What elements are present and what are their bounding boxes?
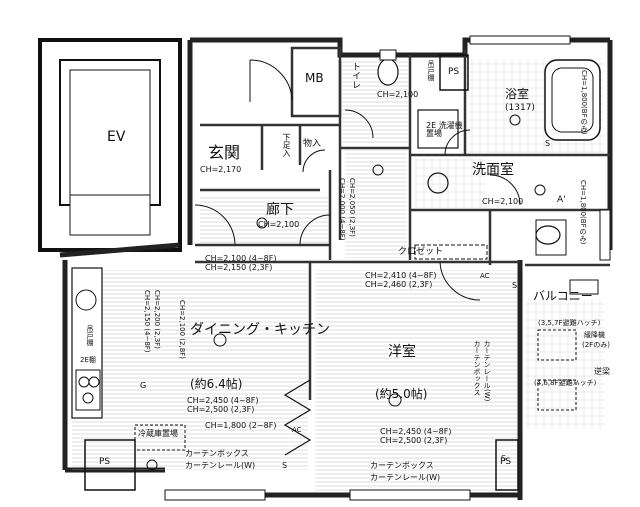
ps-top-label: PS	[448, 67, 460, 77]
roka-ch: CH=2,100	[258, 220, 300, 229]
s-mark-2: S	[501, 454, 507, 463]
curtain-rail2-label: カーテンレール(W)	[370, 473, 441, 482]
washroom-label: 洗面室	[472, 162, 514, 178]
reverse-beam-label: 逆梁	[594, 367, 610, 376]
bathtub	[544, 59, 601, 141]
kitchen-shelf2: 2E棚	[80, 356, 96, 364]
you-ch3: CH=2,450 (4~8F)	[380, 427, 452, 436]
curtain-box2-label: カーテンボックス	[370, 461, 434, 470]
washroom-floor	[415, 158, 487, 208]
dining-floor	[72, 270, 308, 470]
ps-box-bottom	[84, 439, 136, 491]
toilet-label: トイレ	[350, 62, 360, 89]
curtain-box-label: カーテンボックス	[185, 449, 249, 458]
closet-outline	[414, 244, 488, 260]
s-mark-1: S	[282, 461, 288, 470]
ceiling-lights	[146, 114, 546, 471]
you-ch1: CH=2,410 (4~8F)	[365, 271, 437, 280]
evac-hatch-top-label: (3,5,7F避難ハッチ)	[538, 319, 601, 327]
ac-label-2: AC	[480, 272, 490, 280]
curtain-rail-label: カーテンレール(W)	[185, 461, 256, 470]
closet-label: クロゼット	[398, 247, 444, 257]
fridge-label: 冷蔵庫置場	[138, 429, 178, 438]
you-ch4: CH=2,500 (2,3F)	[380, 436, 448, 445]
kitchen-ch3: CH=2,100 (2,8F)	[178, 300, 186, 359]
windows	[164, 35, 611, 501]
dining-top-ch1: CH=2,100 (4~8F)	[205, 254, 277, 263]
ev-label: EV	[107, 129, 126, 145]
balcony-label: バルコニー	[533, 289, 593, 303]
washroom-ch2: CH=1,800(BFのみ)	[579, 180, 587, 245]
evac-hatch-top	[537, 329, 577, 361]
hall-ch2: CH=2,050 (2,3F)	[348, 178, 356, 237]
dining-label: ダイニング・キッチン	[190, 322, 330, 338]
hall-floor	[345, 150, 407, 258]
shitabako-label: 下足入	[282, 133, 291, 157]
s-mark-3: S	[512, 281, 518, 290]
genkan-ch: CH=2,170	[200, 165, 242, 174]
washroom-ch: CH=2,100	[482, 197, 524, 206]
curtain-vert-label: カーテンボックス	[473, 340, 481, 396]
sink	[75, 289, 97, 311]
toilet-shelf: 吊戸棚	[427, 60, 435, 81]
ps-box-top	[439, 54, 469, 91]
dining-size: (約6.4帖)	[190, 377, 243, 391]
mb-label: MB	[305, 71, 324, 85]
ps-bottom-label: PS	[99, 457, 111, 467]
washer-label: 2E 洗濯機置場	[426, 121, 463, 138]
dining-top-ch2: CH=2,150 (2,3F)	[205, 263, 273, 272]
bath-label: 浴室	[505, 87, 530, 101]
youshitsu-size: (約5.0帖)	[375, 387, 428, 401]
toilet-ch: CH=2,100	[377, 90, 419, 99]
relay-floor-label: (2Fのみ)	[582, 341, 610, 349]
ps-right-label: PS	[500, 457, 512, 467]
you-ch2: CH=2,460 (2,3F)	[365, 280, 433, 289]
relay-label: 緩降機	[584, 331, 605, 339]
relay-device	[569, 279, 599, 295]
gas-mark: G	[140, 381, 147, 390]
dining-ch2: CH=2,500 (2,3F)	[187, 405, 255, 414]
genkan-label: 玄関	[208, 143, 241, 162]
ps-box-right	[495, 439, 519, 491]
fridge-space	[134, 424, 186, 451]
washer-space	[417, 109, 459, 149]
youshitsu-floor	[315, 270, 517, 492]
monoire-label: 物入	[303, 139, 322, 149]
youshitsu-label: 洋室	[388, 344, 416, 360]
bath-ch: CH=1,800(BFのみ)	[580, 70, 588, 135]
kitchen-ch1: CH=2,150 (4~8F)	[143, 290, 151, 353]
bath-size: (1317)	[505, 103, 535, 113]
kitchen-ch2: CH=2,200 (2,3F)	[153, 290, 161, 349]
interior-walls	[195, 46, 610, 400]
hall-ch1: CH=2,000 (4~8F)	[338, 178, 346, 241]
washer-drain	[427, 172, 449, 194]
wash-basin	[535, 225, 561, 245]
toilet-fixture	[377, 58, 399, 86]
s-mark-4: S	[545, 139, 551, 148]
ac-label-1: AC	[292, 426, 302, 434]
roka-label: 廊下	[266, 202, 294, 218]
ev-shaft	[38, 38, 182, 252]
door-swings	[194, 59, 521, 301]
stove	[75, 369, 101, 411]
curtain-vert2-label: カーテンレール(W)	[483, 340, 491, 402]
roka-floor	[200, 195, 328, 243]
section-mark-a: A'	[557, 195, 566, 205]
evac-hatch-bottom-label: (4,6,8F避難ハッチ)	[534, 379, 597, 387]
kitchen-shelf: 吊戸棚	[86, 325, 94, 346]
evac-hatch-bottom	[537, 379, 577, 411]
partition-zigzag	[283, 379, 312, 456]
dining-ch1: CH=2,450 (4~8F)	[187, 396, 259, 405]
dining-ch3: CH=1,800 (2~8F)	[205, 421, 277, 430]
